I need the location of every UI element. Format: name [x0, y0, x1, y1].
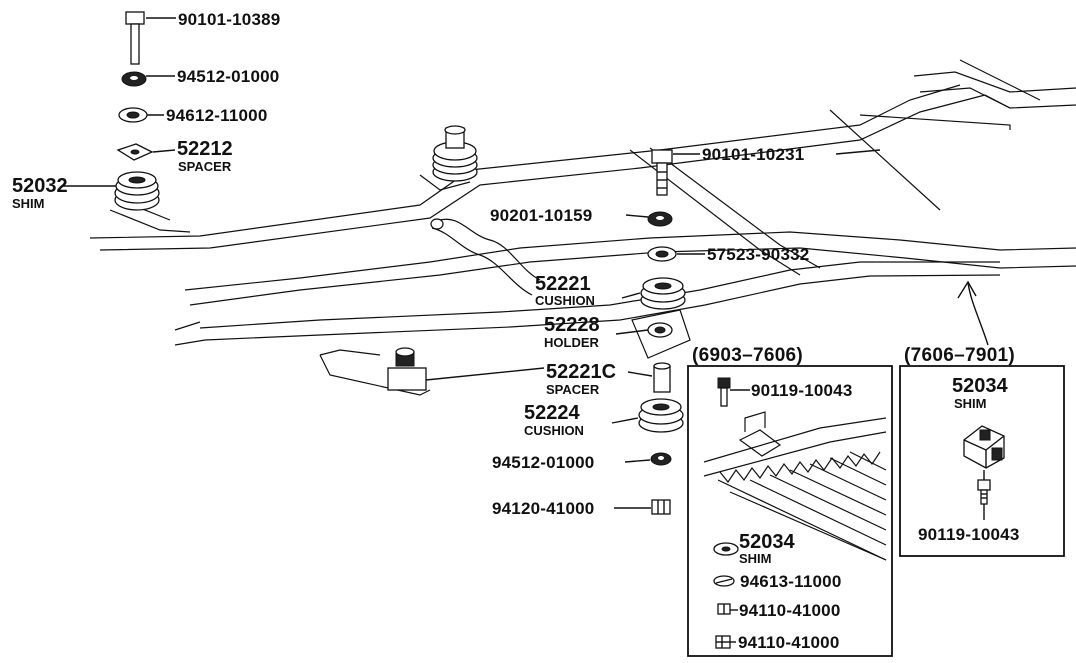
- label-nut-94110-a: 94110-41000: [739, 601, 840, 620]
- label-nut-90201-10159: 90201-10159: [490, 206, 592, 225]
- variant-box-7606-7901: [899, 365, 1065, 557]
- hex-bolt-icon: [651, 149, 673, 164]
- label-washer-94613: 94613-11000: [740, 572, 841, 591]
- label-nut-94110-b: 94110-41000: [738, 633, 839, 652]
- label-holder-name: HOLDER: [544, 335, 600, 350]
- center-leaders: [611, 149, 881, 509]
- label-cushion-lower-number: 52224: [524, 402, 580, 424]
- hex-nut-icon: [651, 499, 671, 515]
- bolt-shank-icon: [656, 162, 668, 196]
- shim-block-icon: [963, 425, 1005, 469]
- label-cushion-lower-name: CUSHION: [524, 423, 584, 438]
- box-right-header: (7606–7901): [904, 345, 1015, 366]
- label-shim-52034-name-left: SHIM: [739, 551, 772, 566]
- hex-bolt-icon: [125, 11, 145, 25]
- lower-cushion-icon: [638, 398, 684, 433]
- label-washer-57523: 57523-90332: [707, 245, 809, 264]
- label-shim-name: SHIM: [12, 196, 45, 211]
- label-nut-94120: 94120-41000: [492, 499, 594, 518]
- label-bolt-90119-left: 90119-10043: [751, 381, 852, 400]
- box-left-parts: [703, 377, 887, 649]
- bolt-shank-icon: [130, 23, 140, 65]
- left-leaders: [62, 17, 545, 381]
- label-bolt-90101-10231: 90101-10231: [702, 145, 804, 164]
- label-bolt-90119-right: 90119-10043: [918, 525, 1019, 544]
- box-left-header: (6903–7606): [692, 345, 803, 366]
- shim-stack-icon: [114, 171, 160, 211]
- upper-cushion-icon: [640, 277, 686, 310]
- spacer-sleeve-icon: [653, 365, 671, 393]
- label-shim-number: 52032: [12, 175, 68, 197]
- center-stack-parts: [638, 149, 686, 515]
- label-spacer-number: 52212: [177, 138, 233, 160]
- box-right-parts: [957, 280, 1005, 520]
- label-spacer-52221c-number: 52221C: [546, 361, 616, 383]
- label-holder-number: 52228: [544, 314, 600, 336]
- label-shim-52034-number-right: 52034: [952, 375, 1008, 397]
- label-lock-washer-94512: 94512-01000: [177, 67, 279, 86]
- slotted-plate-icon: [703, 411, 887, 561]
- bracket-cushion-stack-icon: [432, 125, 478, 182]
- hex-bolt-icon: [717, 377, 731, 389]
- label-bolt-90101-10389: 90101-10389: [178, 10, 280, 29]
- label-cushion-upper-number: 52221: [535, 273, 591, 295]
- label-shim-52034-number-left: 52034: [739, 531, 795, 553]
- label-lock-washer-center: 94512-01000: [492, 453, 594, 472]
- label-cushion-upper-name: CUSHION: [535, 293, 595, 308]
- label-shim-52034-name-right: SHIM: [954, 396, 987, 411]
- label-spacer-name: SPACER: [178, 159, 232, 174]
- left-stack-parts: [114, 11, 478, 391]
- lower-mount-icon: [387, 347, 427, 391]
- chassis-frame: [89, 59, 1076, 396]
- hex-bolt-icon: [977, 479, 991, 491]
- label-washer-94612: 94612-11000: [166, 106, 267, 125]
- variant-box-6903-7606: [687, 365, 893, 657]
- label-spacer-52221c-name: SPACER: [546, 382, 600, 397]
